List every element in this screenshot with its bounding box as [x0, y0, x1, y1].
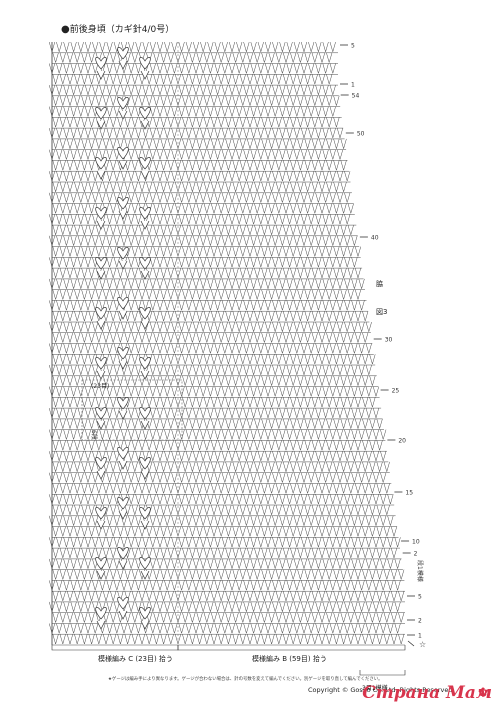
- leaf-paths: [95, 47, 151, 630]
- row-marker-label: 40: [371, 235, 379, 242]
- page-title: ●前後身頃（カギ針4/0号）: [61, 22, 174, 35]
- fig-label: 図3: [376, 308, 388, 316]
- stitch-paths: [48, 41, 405, 646]
- bullet-icon: ●: [61, 24, 70, 35]
- side-labels: 脇 図3: [376, 270, 387, 326]
- bottom-bracket: [359, 670, 406, 676]
- row-marker-label: 1: [418, 633, 422, 640]
- row-marker-label: 1: [351, 82, 355, 89]
- start-arrow: [407, 640, 415, 647]
- flower-icon: ✿: [478, 685, 489, 699]
- start-star-icon: ☆: [419, 640, 426, 649]
- bottom-bracket: [51, 645, 179, 651]
- repeat-label: 段1模様: [416, 560, 424, 582]
- row-marker-label: 5: [351, 43, 355, 50]
- repeat-stitches-label: 3目1模様: [362, 685, 388, 692]
- pattern-c-label: 模様編み C (23目) 拾う: [98, 655, 173, 663]
- watermark: Страна Мам: [362, 683, 492, 703]
- stitch-grid: [48, 41, 405, 646]
- leaf-motif-column: [95, 47, 151, 630]
- row-marker-label: 2: [418, 618, 422, 625]
- inset-label: 6段: [90, 430, 98, 440]
- pattern-b-label: 模様編み B (59目) 拾う: [252, 655, 327, 663]
- title-text: 前後身頃（カギ針4/0号）: [69, 25, 175, 35]
- row-marker-label: 2: [414, 551, 418, 558]
- row-marker-label: 10: [412, 539, 420, 546]
- bottom-brackets: [51, 645, 406, 676]
- row-marker-label: 20: [398, 438, 406, 445]
- row-marker-label: 25: [392, 388, 400, 395]
- inset-count: (23目): [91, 383, 109, 390]
- side-label: 脇: [376, 280, 383, 288]
- row-marker-label: 5: [418, 594, 422, 601]
- row-marker-label: 15: [405, 490, 413, 497]
- gauge-note: ★ゲージは編み手により異なります。ゲージが合わない場合は、針の号数を変えて編んで…: [108, 677, 383, 682]
- inset-box: [81, 379, 183, 441]
- row-marker-label: 54: [352, 93, 360, 100]
- row-marker-label: 30: [385, 337, 393, 344]
- row-marker-label: 50: [357, 131, 365, 138]
- bottom-bracket: [177, 645, 406, 651]
- copyright: Copyright © Gosyo Co.,Ltd. Rights Reserv…: [308, 686, 453, 694]
